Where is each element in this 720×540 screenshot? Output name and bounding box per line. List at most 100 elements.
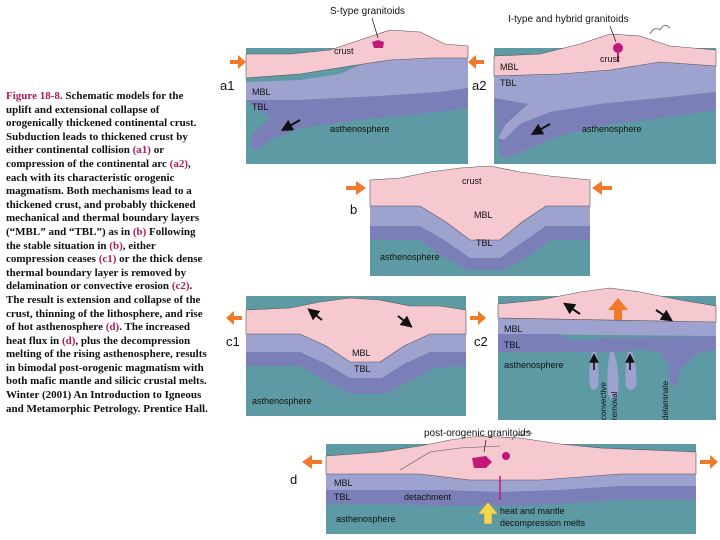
d-heat-arrow-icon	[477, 501, 499, 525]
caption-body: Schematic models for the uplift and exte…	[6, 90, 208, 415]
caption-panel-ref: (b)	[132, 225, 147, 238]
c2-mbl-layer	[498, 318, 716, 336]
a2-label-leader	[609, 25, 617, 43]
caption-text: . The result is extension and collapse o…	[6, 280, 203, 334]
c2-delaminate-label: delaminate	[661, 380, 670, 420]
c2-removal-label: removal	[610, 391, 619, 420]
b-mbl-layer	[370, 206, 590, 258]
caption-figure-label: Figure 18-8.	[6, 90, 63, 102]
c2-panel-label: c2	[474, 334, 488, 349]
d-crust-layer	[325, 435, 697, 481]
a2-subduction-arrow	[530, 123, 551, 135]
caption-panel-ref: (c1)	[98, 253, 117, 266]
c1-mbl-layer	[246, 334, 466, 378]
a1-tbl-slab	[246, 88, 468, 150]
d-fault-lines	[399, 445, 501, 471]
c2-uplift-arrow	[608, 298, 628, 320]
d-volcano-plume-icon	[511, 430, 533, 441]
caption-text: or the thick dense thermal boundary laye…	[6, 253, 203, 293]
a1-panel-label: a1	[220, 78, 234, 93]
caption-text: Following the stable situation in	[6, 225, 196, 252]
caption-panel-ref: (c2)	[171, 280, 190, 293]
caption-text: , plus the decompression melting of the …	[6, 334, 208, 415]
c2-extension-arrow-right	[655, 309, 673, 322]
a1-compression-arrow-right	[468, 55, 484, 69]
caption-panel-ref: (a2)	[169, 157, 188, 170]
c1-crust-layer	[245, 297, 467, 363]
a1-compression-arrow-left	[230, 55, 246, 69]
a1-crust-layer	[245, 29, 469, 79]
d-mbl-label: MBL	[334, 478, 353, 488]
b-crust-layer	[369, 165, 591, 241]
c1-extension-arrow-out-left	[226, 311, 242, 325]
c1-tbl-label: TBL	[354, 364, 371, 374]
c1-extension-arrow-out-right	[470, 311, 486, 325]
c2-mbl-label: MBL	[504, 324, 523, 334]
b-mbl-label: MBL	[474, 210, 493, 220]
c1-mbl-label: MBL	[352, 348, 371, 358]
d-panel-label: d	[290, 472, 297, 487]
c1-tbl-layer	[246, 352, 466, 394]
b-compression-arrow-left	[346, 181, 366, 195]
caption-text: or compression of the continental arc	[6, 144, 170, 170]
c1-asthenosphere-label: asthenosphere	[252, 396, 312, 406]
d-tbl-label: TBL	[334, 492, 351, 502]
caption-panel-ref: (b)	[109, 239, 123, 252]
d-label-leader	[483, 439, 487, 453]
panel-b: crust MBL TBL asthenosphere b	[346, 165, 612, 276]
caption-text: , either compression ceases	[6, 239, 156, 266]
caption-text: , each with its characteristic orogenic …	[6, 157, 200, 238]
b-asthenosphere-label: asthenosphere	[380, 252, 440, 262]
b-tbl-label: TBL	[476, 238, 493, 248]
c2-crust-layer	[497, 287, 717, 323]
b-crust-label: crust	[462, 176, 482, 186]
d-detachment-label: detachment	[404, 492, 452, 502]
a1-mbl-label: MBL	[252, 87, 271, 97]
d-heat-label-line1: heat and mantle	[500, 506, 565, 516]
a2-mbl-layer	[494, 62, 716, 140]
a2-asthenosphere-label: asthenosphere	[582, 124, 642, 134]
d-extension-arrow-right	[700, 455, 718, 469]
c2-extension-arrow-left	[563, 302, 581, 315]
a1-mbl-layer	[246, 50, 468, 100]
caption-text: . The increased heat flux in	[6, 321, 190, 347]
c2-asthenosphere-label: asthenosphere	[504, 360, 564, 370]
a2-tbl-slab	[494, 92, 716, 158]
panel-c2: MBL TBL asthenosphere convective removal…	[474, 287, 717, 420]
caption-panel-ref: (a1)	[132, 144, 151, 157]
b-compression-arrow-right	[592, 181, 612, 195]
c1-extension-arrow-right	[397, 315, 413, 328]
a2-crust-label: crust	[600, 54, 620, 64]
caption-panel-ref: (d)	[61, 334, 76, 347]
a1-subduction-arrow	[280, 119, 301, 131]
panel-a1: S-type granitoids crust MBL TBL asthenos…	[220, 6, 484, 164]
d-granitoid-pluton	[472, 456, 492, 468]
a2-volcano-plume-icon	[649, 24, 671, 35]
a1-tbl-label: TBL	[252, 102, 269, 112]
a2-crust-layer	[493, 33, 717, 77]
panel-d: post-orogenic granitoids MBL TBL astheno…	[290, 428, 718, 534]
panel-c1: MBL TBL asthenosphere c1	[226, 296, 486, 416]
c2-tbl-layer	[498, 334, 716, 386]
c2-tbl-label: TBL	[504, 340, 521, 350]
a2-tbl-label: TBL	[500, 78, 517, 88]
a2-panel-label: a2	[472, 78, 486, 93]
a1-label-leader	[371, 17, 379, 39]
c2-drip-2	[607, 352, 619, 399]
d-tbl-layer	[326, 486, 696, 506]
c1-panel-label: c1	[226, 334, 240, 349]
d-asthenosphere-label: asthenosphere	[336, 514, 396, 524]
d-heat-label-line2: decompression melts	[500, 518, 586, 528]
a2-mbl-label: MBL	[500, 62, 519, 72]
d-granitoid-dyke	[502, 452, 510, 460]
c2-convective-label: convective	[599, 382, 608, 420]
d-extension-arrow-left	[302, 455, 322, 469]
a1-granitoid-pluton	[372, 40, 384, 48]
a2-top-label: I-type and hybrid granitoids	[508, 14, 629, 25]
a1-asthenosphere-label: asthenosphere	[330, 124, 390, 134]
b-panel-label: b	[350, 202, 357, 217]
a2-granitoid-pluton	[613, 43, 623, 53]
d-top-label: post-orogenic granitoids	[424, 428, 531, 439]
a1-top-label: S-type granitoids	[330, 6, 405, 17]
